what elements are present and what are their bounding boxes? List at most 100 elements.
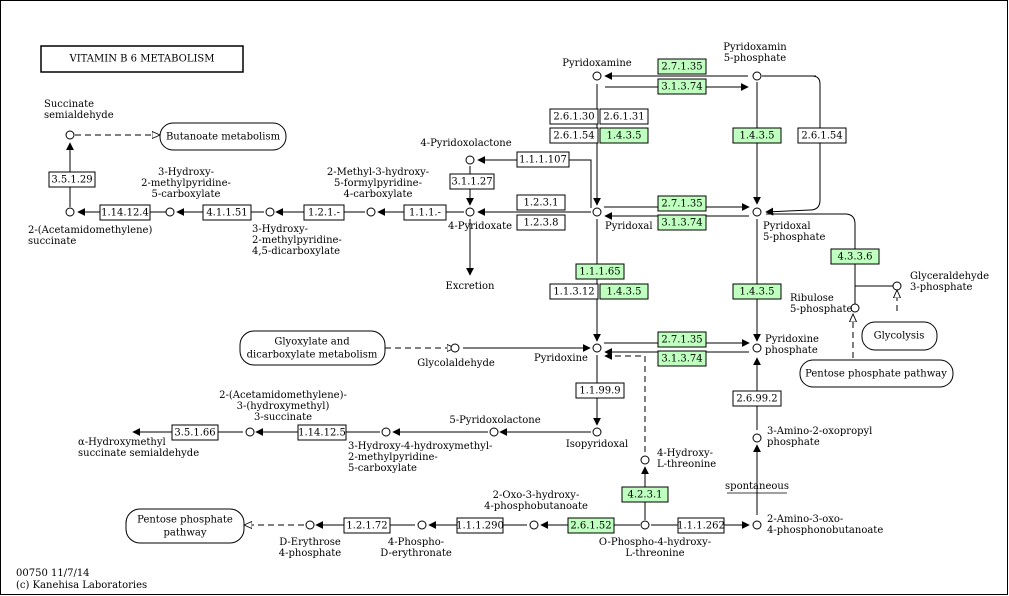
enzyme-label: 2.6.1.54 (553, 131, 594, 142)
node-4-hydroxy-threonine[interactable] (640, 455, 650, 465)
compound-label-isopyridoxal: Isopyridoxal (566, 439, 628, 450)
node-mhfpc[interactable] (366, 207, 376, 217)
map-pentose-phosphate-left[interactable]: Pentose phosphate pathway (125, 508, 245, 544)
enzyme-4-2-3-1[interactable]: 4.2.3.1 (621, 486, 669, 503)
enzyme-label: 1.2.3.1 (524, 198, 559, 209)
enzyme-2-6-1-54[interactable]: 2.6.1.54 (549, 127, 599, 144)
enzyme-1-1-1--[interactable]: 1.1.1.- (403, 204, 447, 221)
node-erythronate-4p[interactable] (417, 520, 427, 530)
enzyme-label: 1.14.12.4 (101, 208, 149, 219)
enzyme-1-4-3-5[interactable]: 1.4.3.5 (599, 127, 649, 144)
map-butanoate[interactable]: Butanoate metabolism (159, 122, 287, 151)
enzyme-label: 3.1.1.27 (451, 177, 492, 188)
enzyme-3-1-3-74[interactable]: 3.1.3.74 (657, 214, 707, 231)
compound-label-pyridoxolactone: 4-Pyridoxolactone (420, 138, 511, 149)
map-label: Pentose phosphate pathway (805, 369, 947, 380)
node-glyceraldehyde-3p[interactable] (892, 281, 902, 291)
enzyme-label: 3.1.3.74 (661, 354, 702, 365)
node-5-pyridoxolactone[interactable] (489, 427, 499, 437)
node-pyridoxamine[interactable] (592, 71, 602, 81)
node-hhmpc[interactable] (381, 427, 391, 437)
enzyme-label: 1.1.1.290 (456, 521, 504, 532)
node-glycolaldehyde[interactable] (450, 343, 460, 353)
node-pyridoxine[interactable] (592, 343, 602, 353)
enzyme-label: 3.5.1.66 (174, 428, 215, 439)
enzyme-1-2-1-72[interactable]: 1.2.1.72 (343, 517, 391, 534)
enzyme-2-7-1-35[interactable]: 2.7.1.35 (657, 195, 707, 212)
enzyme-1-14-12-5[interactable]: 1.14.12.5 (297, 424, 347, 441)
node-acetamido-hm-succinate[interactable] (245, 427, 255, 437)
enzyme-1-1-1-65[interactable]: 1.1.1.65 (575, 263, 625, 280)
node-plp[interactable] (752, 207, 762, 217)
compound-label-erythronate4p: 4-Phospho-D-erythronate (380, 537, 452, 559)
enzyme-1-14-12-4[interactable]: 1.14.12.4 (99, 204, 151, 221)
enzyme-1-4-3-5[interactable]: 1.4.3.5 (732, 127, 782, 144)
enzyme-label: 1.14.12.5 (298, 428, 346, 439)
enzyme-3-1-3-74[interactable]: 3.1.3.74 (657, 350, 707, 367)
map-pentose-phosphate-right[interactable]: Pentose phosphate pathway (799, 359, 954, 388)
enzyme-4-3-3-6[interactable]: 4.3.3.6 (830, 248, 880, 265)
enzyme-4-1-1-51[interactable]: 4.1.1.51 (202, 204, 252, 221)
footer-line1: 00750 11/7/14 (16, 568, 90, 579)
node-oxo-hpb[interactable] (529, 520, 539, 530)
enzyme-2-6-1-30[interactable]: 2.6.1.30 (549, 108, 599, 125)
enzyme-label: 1.1.1.- (409, 208, 441, 219)
page-title: VITAMIN B 6 METABOLISM (69, 54, 215, 65)
map-glyoxylate[interactable]: Glyoxylate and dicarboxylate metabolism (239, 330, 386, 366)
enzyme-1-4-3-5[interactable]: 1.4.3.5 (732, 283, 782, 300)
node-pyridoxal[interactable] (592, 207, 602, 217)
map-glycolysis[interactable]: Glycolysis (861, 321, 938, 351)
node-pyridoxolactone[interactable] (465, 155, 475, 165)
node-pyridoxate[interactable] (465, 207, 475, 217)
compound-nodes (65, 71, 902, 530)
enzyme-label: 1.1.1.107 (519, 155, 567, 166)
node-amino-oxopropyl-phosphate[interactable] (752, 433, 762, 443)
enzyme-label: 4.1.1.51 (206, 208, 247, 219)
enzyme-2-6-99-2[interactable]: 2.6.99.2 (732, 390, 782, 407)
node-succinate-semialdehyde[interactable] (65, 130, 75, 140)
enzyme-2-6-1-54[interactable]: 2.6.1.54 (797, 127, 847, 144)
enzyme-3-1-1-27[interactable]: 3.1.1.27 (449, 173, 495, 190)
map-label: Butanoate metabolism (166, 132, 281, 143)
enzyme-3-5-1-29[interactable]: 3.5.1.29 (48, 171, 96, 188)
enzyme-label: 1.4.3.5 (607, 131, 642, 142)
map-label-line1: Glyoxylate and (274, 337, 350, 348)
node-isopyridoxal[interactable] (592, 427, 602, 437)
enzyme-label: 3.1.3.74 (661, 82, 702, 93)
node-pnp[interactable] (752, 343, 762, 353)
enzyme-label: 1.4.3.5 (607, 287, 642, 298)
enzyme-1-2-1--[interactable]: 1.2.1.- (303, 204, 345, 221)
enzyme-1-4-3-5[interactable]: 1.4.3.5 (599, 283, 649, 300)
enzyme-3-5-1-66[interactable]: 3.5.1.66 (171, 424, 219, 441)
node-hmpc[interactable] (165, 207, 175, 217)
compound-label-hhmpc: 3-Hydroxy-4-hydroxymethyl-2-methylpyridi… (348, 441, 492, 474)
enzyme-1-1-1-262[interactable]: 1.1.1.262 (677, 517, 725, 534)
node-acetamido-succinate[interactable] (65, 207, 75, 217)
node-phospho-threonine[interactable] (640, 520, 650, 530)
enzyme-2-6-1-31[interactable]: 2.6.1.31 (599, 108, 649, 125)
enzyme-1-1-1-290[interactable]: 1.1.1.290 (456, 517, 504, 534)
enzyme-label: 1.1.1.262 (677, 521, 725, 532)
enzyme-2-7-1-35[interactable]: 2.7.1.35 (657, 331, 707, 348)
compound-label-acetamido-succ: 2-(Acetamidomethylene)succinate (28, 225, 152, 247)
node-amino-oxo-pb[interactable] (752, 520, 762, 530)
enzyme-label: 4.3.3.6 (838, 252, 873, 263)
enzyme-1-1-3-12[interactable]: 1.1.3.12 (549, 283, 599, 300)
enzyme-1-2-3-1[interactable]: 1.2.3.1 (516, 194, 566, 211)
node-pmp[interactable] (752, 71, 762, 81)
enzyme-1-1-99-9[interactable]: 1.1.99.9 (575, 382, 625, 399)
enzyme-2-6-1-52[interactable]: 2.6.1.52 (567, 517, 615, 534)
enzyme-1-1-1-107[interactable]: 1.1.1.107 (516, 151, 570, 168)
compound-label-amino-oxo-pb: 2-Amino-3-oxo-4-phosphonobutanoate (767, 514, 883, 536)
enzyme-1-2-3-8[interactable]: 1.2.3.8 (516, 214, 566, 231)
node-erythrose-4p[interactable] (305, 520, 315, 530)
enzyme-3-1-3-74[interactable]: 3.1.3.74 (657, 78, 707, 95)
node-hmpd[interactable] (265, 207, 275, 217)
node-ribulose-5p[interactable] (850, 303, 860, 313)
enzyme-2-7-1-35[interactable]: 2.7.1.35 (657, 58, 707, 75)
